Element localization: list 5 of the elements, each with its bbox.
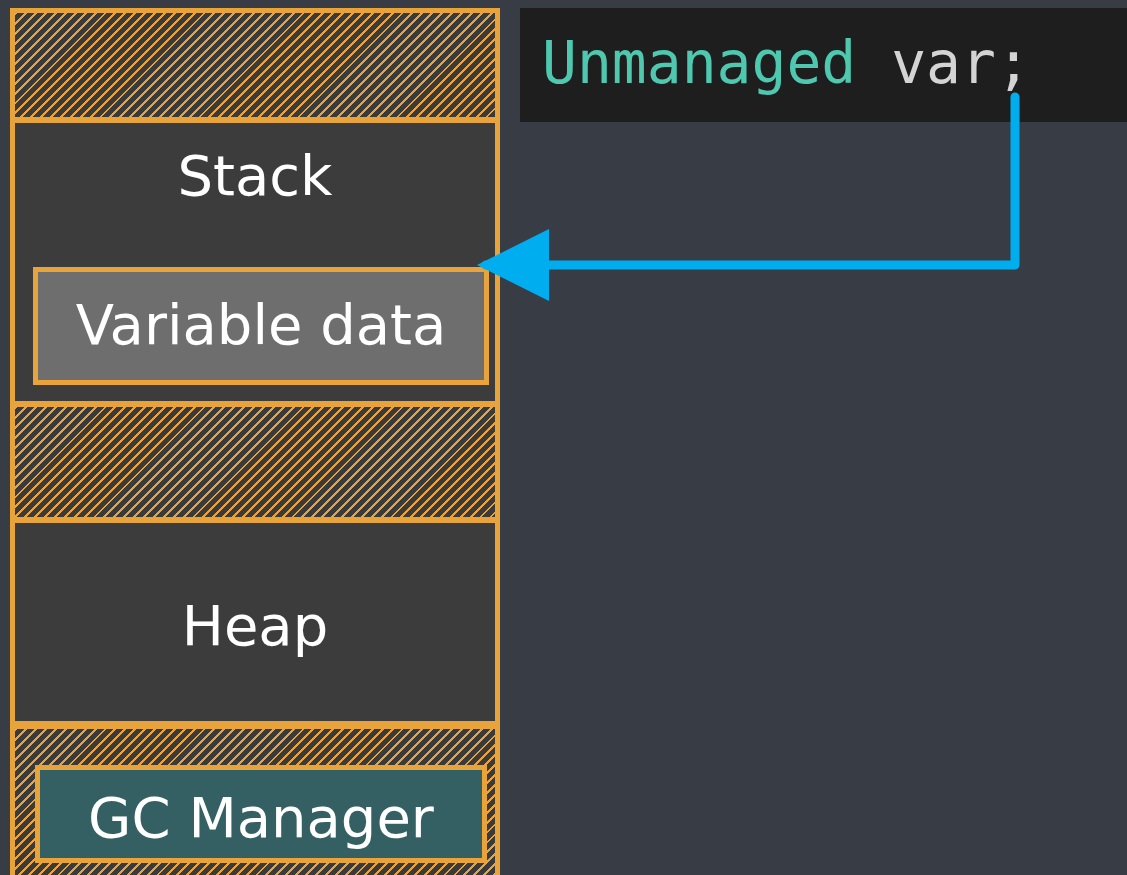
segment-title: Stack [176,143,334,208]
memory-block: GC Manager [35,765,487,863]
hatched-band [10,724,500,875]
memory-block: Variable data [33,267,489,385]
arrow [477,92,1020,301]
